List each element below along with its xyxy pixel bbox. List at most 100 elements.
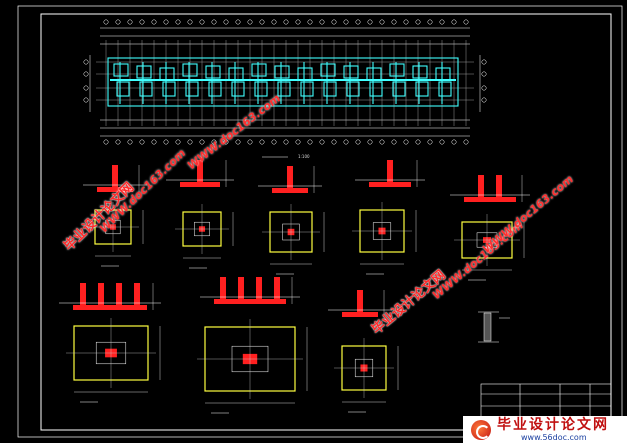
footing-base [180, 182, 220, 187]
axis-bubble [439, 19, 445, 25]
axis-bubble [163, 19, 169, 25]
axis-bubble [307, 139, 313, 145]
footing-base [97, 187, 133, 192]
axis-bubble [247, 19, 253, 25]
axis-bubble [331, 19, 337, 25]
axis-bubble [415, 19, 421, 25]
axis-bubble [481, 85, 487, 91]
axis-bubble [481, 71, 487, 77]
inner-frame [40, 13, 612, 431]
axis-bubble [163, 139, 169, 145]
axis-bubble [223, 139, 229, 145]
footing-outline [274, 65, 290, 79]
axis-bubble [343, 19, 349, 25]
axis-bubble [355, 19, 361, 25]
axis-bubble [319, 139, 325, 145]
axis-bubble [83, 97, 89, 103]
section-elevation [450, 175, 530, 202]
footing-plan-detail [87, 202, 144, 267]
axis-bubble [103, 19, 109, 25]
plan-grid [96, 40, 474, 126]
axis-bubble [139, 139, 145, 145]
axis-bubble [175, 19, 181, 25]
outer-frame [17, 5, 623, 438]
axis-bubble [367, 139, 373, 145]
footing-outline [182, 63, 198, 77]
footing-base [214, 299, 286, 304]
axis-bubble [403, 139, 409, 145]
footing-plan-detail [334, 338, 399, 413]
foundation-plan [89, 27, 481, 137]
pedestal [220, 277, 226, 299]
footing-outline [254, 81, 268, 97]
axis-bubble [235, 139, 241, 145]
plan-scale: 1:100 [298, 154, 310, 159]
footing-outline [320, 63, 336, 77]
axis-bubble [235, 19, 241, 25]
axis-bubble [199, 19, 205, 25]
axis-bubble [247, 139, 253, 145]
axis-bubble [481, 97, 487, 103]
footing-outline [116, 81, 130, 97]
footing-outline [389, 63, 405, 77]
axis-bubble [451, 19, 457, 25]
section-elevation [166, 160, 234, 187]
axis-bubble [259, 19, 265, 25]
footing-base [73, 305, 147, 310]
axis-bubble [295, 139, 301, 145]
axis-bubble [427, 19, 433, 25]
plan-outline [107, 57, 459, 107]
pedestal [112, 165, 118, 187]
small-detail [478, 311, 510, 343]
footing-outline [205, 65, 221, 79]
footing-outline [139, 81, 153, 97]
axis-bubble [199, 139, 205, 145]
footing-plan-detail [175, 204, 234, 269]
section-elevation [355, 160, 425, 187]
axis-bubble [319, 19, 325, 25]
section-elevation [59, 283, 161, 310]
brand-url: www.56doc.com [521, 432, 587, 442]
axis-bubble [451, 139, 457, 145]
axis-bubble [283, 19, 289, 25]
axis-bubble [187, 139, 193, 145]
footing-outline [185, 81, 199, 97]
footing-plan-detail [66, 318, 161, 403]
pedestal [80, 283, 86, 305]
footing-plan-detail [262, 204, 325, 275]
axis-bubble [127, 139, 133, 145]
pedestal [256, 277, 262, 299]
pedestal [287, 166, 293, 188]
axis-bubble [427, 139, 433, 145]
footing-base [342, 312, 378, 317]
axis-bubble [83, 59, 89, 65]
axis-bubble [367, 19, 373, 25]
footing-outline [323, 81, 337, 97]
axis-bubble [187, 19, 193, 25]
axis-bubble [283, 139, 289, 145]
footing-outline [162, 81, 176, 97]
axis-bubble [127, 19, 133, 25]
pedestal [387, 160, 393, 182]
footing-outline [412, 65, 428, 79]
axis-bubble [271, 19, 277, 25]
brand-badge[interactable]: 毕业设计论文网 www.56doc.com [463, 416, 627, 443]
pedestal [98, 283, 104, 305]
axis-bubble [463, 19, 469, 25]
pedestal [357, 290, 363, 312]
axis-bubble [175, 139, 181, 145]
section-elevation [200, 277, 300, 304]
brand-logo-icon [471, 419, 491, 440]
axis-bubble [307, 19, 313, 25]
footing-outline [208, 81, 222, 97]
axis-bubble [391, 19, 397, 25]
footing-outline [113, 63, 129, 77]
pedestal [478, 175, 484, 197]
footing-outline [346, 81, 360, 97]
axis-bubble [379, 139, 385, 145]
footing-outline [277, 81, 291, 97]
footing-plan-detail [352, 202, 417, 275]
axis-bubble [295, 19, 301, 25]
axis-bubble [151, 19, 157, 25]
section-elevation [328, 290, 392, 317]
